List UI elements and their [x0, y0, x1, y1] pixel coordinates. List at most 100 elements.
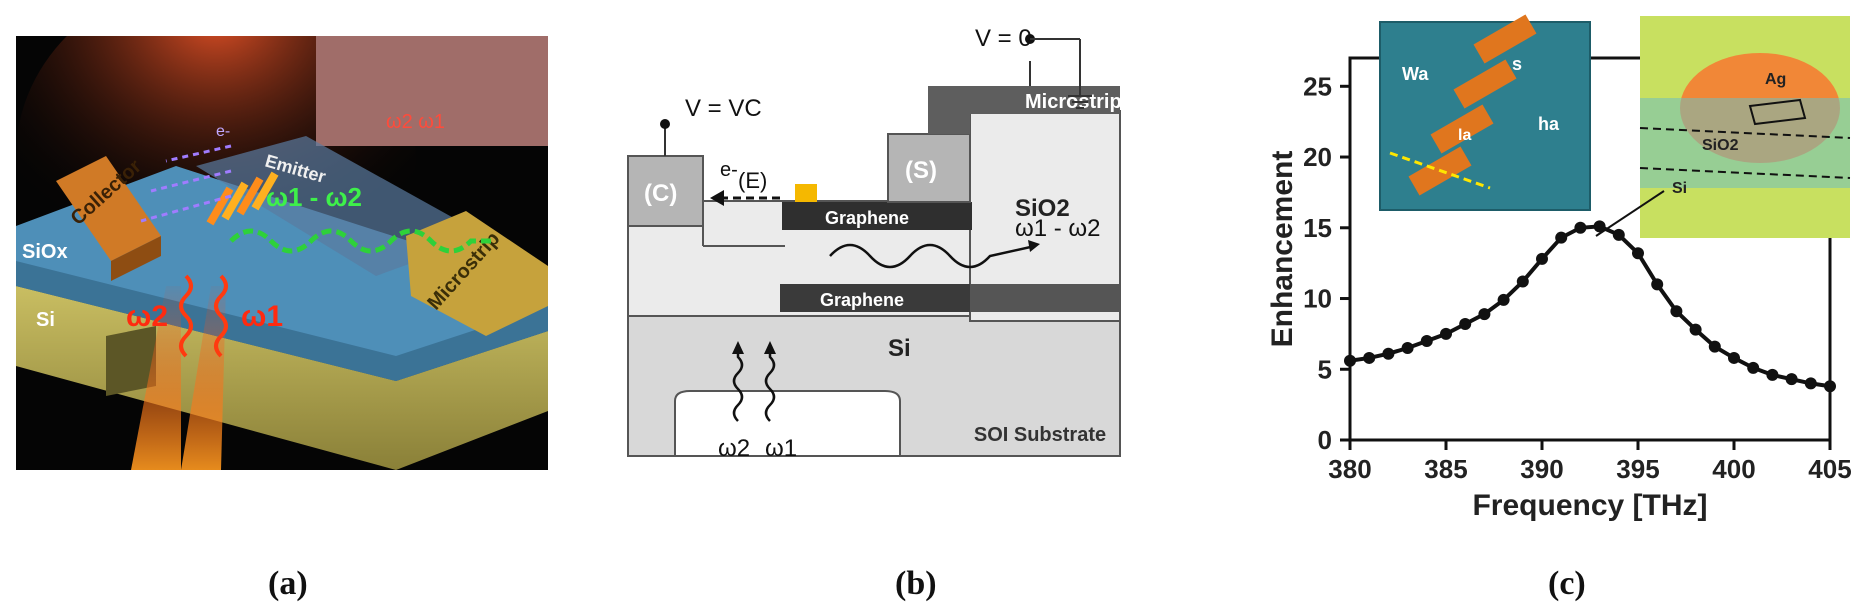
graphene-bottom [780, 284, 970, 312]
data-point [1574, 221, 1587, 234]
collector-terminal [660, 119, 670, 129]
substrate-trench [674, 390, 901, 457]
si-label: Si [36, 309, 55, 331]
emitter-contact [795, 184, 817, 202]
y-tick-label: 15 [1303, 213, 1332, 243]
data-point [1632, 247, 1644, 260]
x-tick-label: 385 [1424, 454, 1467, 484]
data-point [1420, 334, 1433, 347]
data-point [1804, 377, 1817, 390]
y-tick-label: 10 [1303, 284, 1332, 314]
collector-electrode [56, 156, 161, 261]
data-point [1459, 317, 1472, 330]
data-point [1728, 351, 1740, 364]
siox-label: SiOx [22, 241, 68, 263]
caption-a: (a) [268, 565, 308, 602]
x-tick-label: 395 [1616, 454, 1659, 484]
inset-si-label: Si [1672, 180, 1687, 197]
photon-omega2-arrow [179, 274, 193, 358]
emitter-label-b: (E) [738, 168, 767, 193]
graphene-top [782, 202, 972, 230]
panel-b-cross-section: SOI Substrate Si SiO2 Graphene Graphene … [620, 16, 1182, 466]
panel-a-device-illustration: ω2 ω1 Collector Emitter Microstrip e- [16, 0, 548, 470]
data-point [1593, 220, 1606, 233]
photon-omega2-arrow-b [732, 347, 744, 422]
si-label-b: Si [888, 335, 911, 362]
microstrip-electrode [406, 211, 548, 336]
inset-ag-label: Ag [1765, 71, 1786, 88]
panel-b-svg: SOI Substrate Si SiO2 Graphene Graphene … [627, 25, 1122, 462]
inset-wa-label: Wa [1402, 64, 1429, 84]
peak-pointer-line [1595, 190, 1665, 237]
data-point [1363, 351, 1376, 364]
omega-diff-label-b: ω1 - ω2 [1015, 215, 1101, 242]
data-point [1651, 278, 1664, 291]
y-tick-label: 25 [1303, 71, 1332, 101]
graphene-top-label: Graphene [825, 208, 909, 228]
omega-diff-label: ω1 - ω2 [266, 182, 362, 212]
inset-sio2-label: SiO2 [1702, 137, 1739, 154]
laser-beam-omega1 [181, 286, 226, 470]
data-point [1785, 373, 1798, 386]
inset-ha-label: ha [1538, 114, 1560, 134]
data-point [1478, 308, 1491, 321]
source-label: (S) [905, 157, 937, 184]
data-point [1382, 347, 1395, 360]
y-tick-label: 20 [1303, 142, 1332, 172]
thz-wave-arrow [829, 243, 1036, 269]
data-point [1747, 361, 1760, 374]
electron-arrows [140, 144, 232, 223]
data-point [1440, 327, 1452, 340]
laser-beam-omega2 [131, 286, 181, 470]
inset-antenna-array: Wa s la ha [1379, 14, 1591, 211]
sio2-label: SiO2 [1015, 195, 1070, 222]
source-block [887, 133, 971, 203]
omega1-label: ω1 [241, 300, 283, 333]
data-point [1766, 368, 1779, 381]
x-axis-title: Frequency [THz] [1472, 489, 1707, 522]
caption-c: (c) [1548, 565, 1586, 602]
inset-field-map: Ag SiO2 Si [1639, 16, 1851, 238]
x-tick-label: 380 [1328, 454, 1371, 484]
panel-a-svg: ω2 ω1 Collector Emitter Microstrip e- [16, 0, 548, 470]
electron-label: e- [216, 123, 230, 140]
data-point [1708, 340, 1721, 353]
y-axis-title: Enhancement [1266, 151, 1299, 348]
y-tick-label: 0 [1318, 425, 1332, 455]
photon-omega1-arrow-b [764, 347, 776, 422]
data-point [1497, 293, 1510, 306]
data-point [1670, 305, 1683, 318]
v-zero-label: V = 0 [975, 25, 1032, 52]
graphene-bottom-label: Graphene [820, 290, 904, 310]
collector-label-b: (C) [644, 180, 677, 207]
ag-antenna-outline [1748, 98, 1807, 126]
inset-photo [316, 36, 548, 146]
data-point [1689, 323, 1702, 336]
inset-omega-label: ω2 ω1 [386, 111, 445, 133]
inset-la-label: la [1458, 127, 1471, 144]
caption-b: (b) [895, 565, 937, 602]
vc-label: V = VC [685, 95, 762, 122]
ground-symbol [1068, 95, 1092, 109]
x-tick-label: 400 [1712, 454, 1755, 484]
data-point [1536, 252, 1548, 265]
data-point [1516, 275, 1529, 288]
photon-omega1-arrow [214, 274, 228, 358]
soi-label: SOI Substrate [974, 424, 1106, 446]
omega2-label-b: ω2 [718, 435, 750, 462]
inset-s-label: s [1512, 54, 1522, 74]
si-trench [106, 326, 156, 396]
output-wave-arrow [229, 228, 491, 254]
x-tick-label: 405 [1808, 454, 1851, 484]
data-point [1612, 228, 1625, 241]
x-tick-label: 390 [1520, 454, 1563, 484]
data-point [1824, 380, 1836, 393]
collector-block [627, 155, 704, 227]
data-point [1555, 231, 1568, 244]
electron-label-b: e- [720, 159, 738, 181]
microstrip-block [928, 86, 1120, 114]
y-tick-label: 5 [1318, 354, 1332, 384]
